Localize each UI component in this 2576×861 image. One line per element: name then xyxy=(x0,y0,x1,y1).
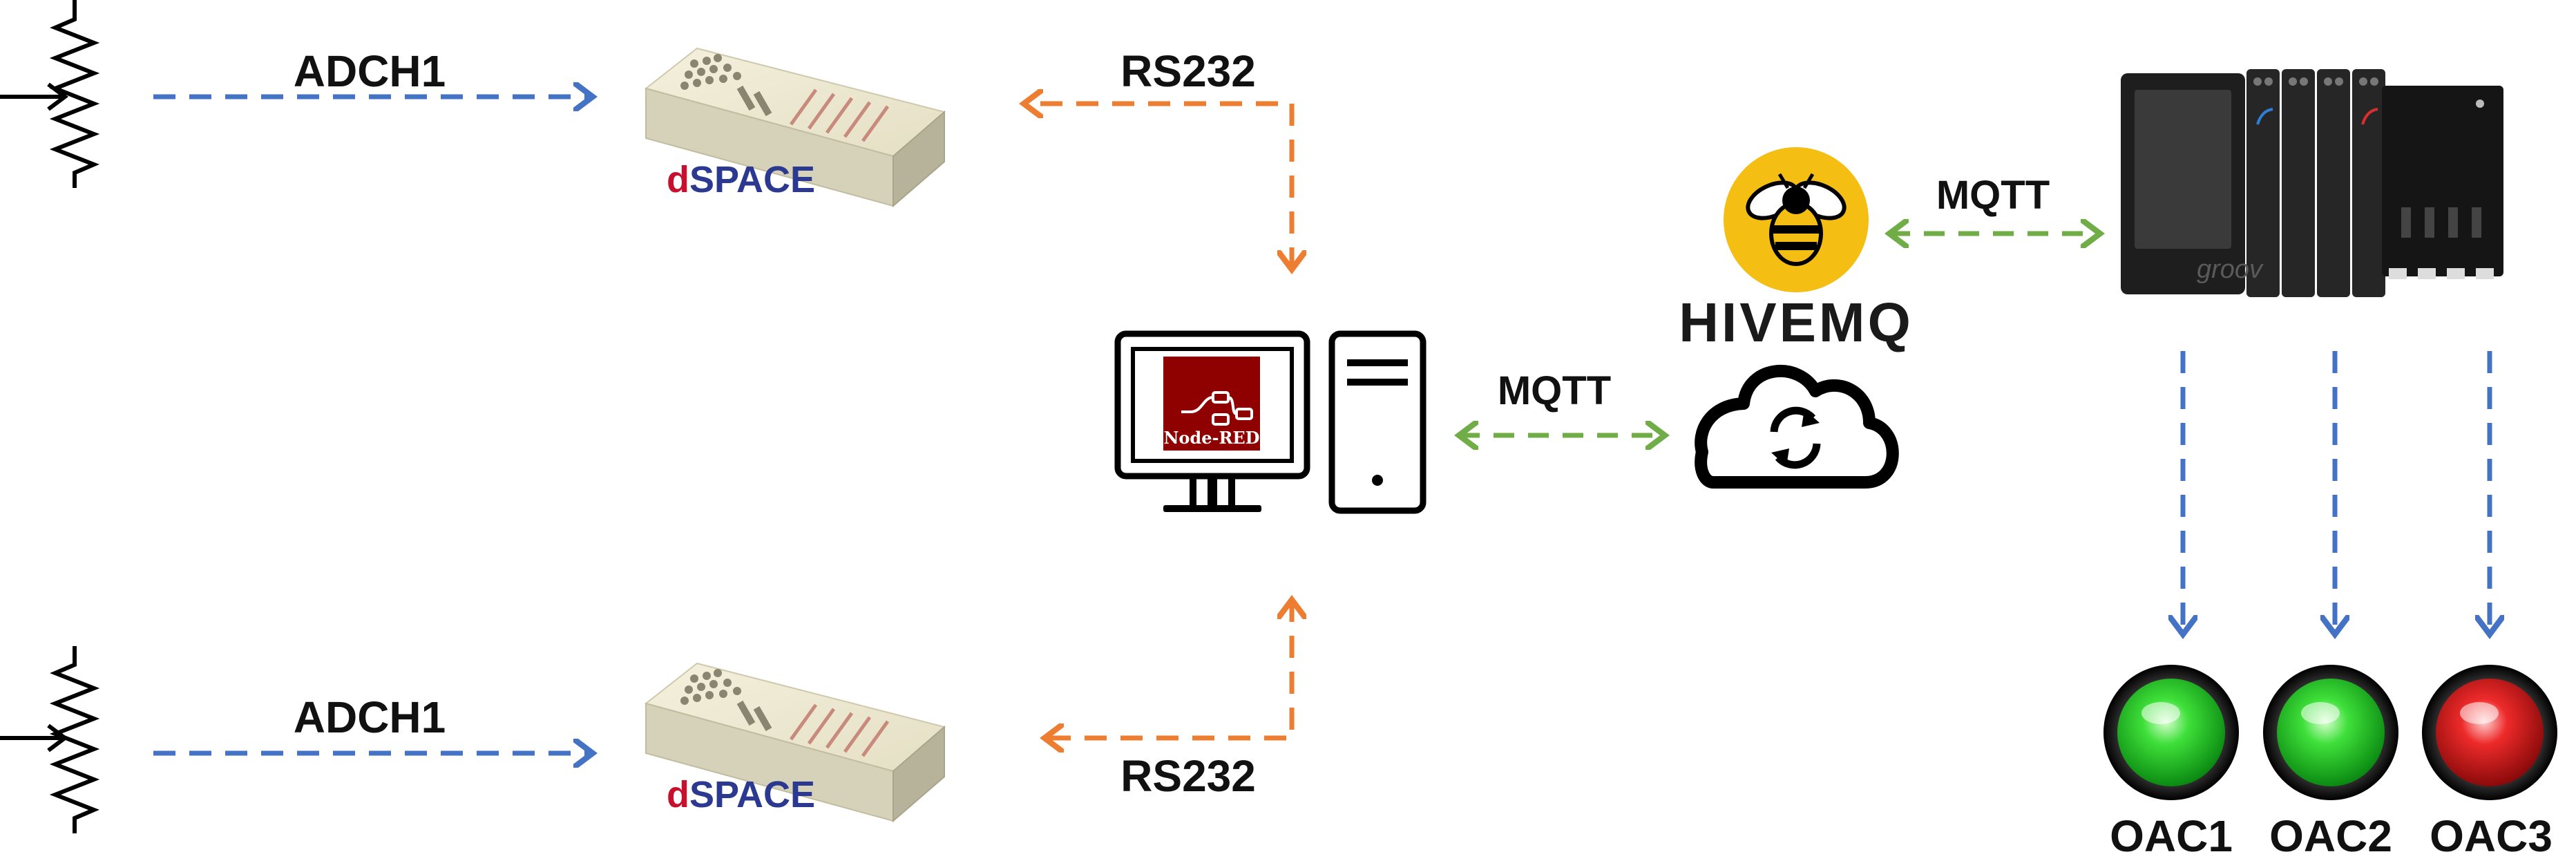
groov-controller: groov xyxy=(2121,69,2503,297)
groov-brand: groov xyxy=(2197,255,2264,284)
hivemq-logo: HIVEMQ xyxy=(1679,147,1914,353)
adc-link-bottom: ADCH1 xyxy=(153,692,593,753)
dspace-unit-top: dSPACE xyxy=(644,47,946,208)
lamp-oac2 xyxy=(2263,665,2398,800)
lamp-oac1 xyxy=(2103,665,2239,800)
dspace-brand-top: dSPACE xyxy=(667,159,815,200)
lamp-oac1-label: OAC1 xyxy=(2110,811,2233,861)
hivemq-name: HIVEMQ xyxy=(1679,292,1914,353)
potentiometer-bottom-icon xyxy=(0,646,100,833)
adc-link-top: ADCH1 xyxy=(153,46,593,97)
dspace-unit-bottom: dSPACE xyxy=(644,662,946,823)
node-red-label: Node-RED xyxy=(1163,428,1259,448)
adc-link-top-label: ADCH1 xyxy=(294,46,446,96)
dspace-brand-bottom: dSPACE xyxy=(667,774,815,815)
rs232-link-bottom: RS232 xyxy=(1044,600,1292,801)
lamp-oac3 xyxy=(2422,665,2557,800)
rs232-link-top: RS232 xyxy=(1024,46,1292,269)
cloud-sync-icon xyxy=(1695,364,1899,489)
mqtt-link-pc-cloud: MQTT xyxy=(1459,368,1665,435)
potentiometer-top-icon xyxy=(0,0,100,188)
node-red-logo: Node-RED xyxy=(1163,357,1260,451)
mqtt-link-broker-controller-label: MQTT xyxy=(1936,173,2050,218)
mqtt-link-broker-controller: MQTT xyxy=(1889,173,2100,234)
rs232-link-top-label: RS232 xyxy=(1120,46,1256,96)
adc-link-bottom-label: ADCH1 xyxy=(294,692,446,742)
rs232-link-bottom-label: RS232 xyxy=(1120,751,1256,801)
lamp-oac2-label: OAC2 xyxy=(2269,811,2392,861)
lamp-oac3-label: OAC3 xyxy=(2430,811,2553,861)
mqtt-link-pc-cloud-label: MQTT xyxy=(1498,368,1611,413)
